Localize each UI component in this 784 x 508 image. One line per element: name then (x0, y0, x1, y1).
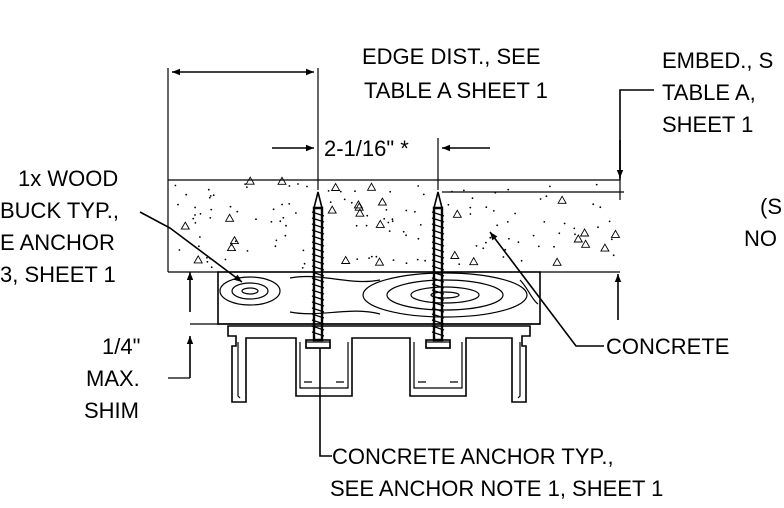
right-partial-label-1: (S (760, 194, 782, 219)
concrete-anchor-right (425, 191, 451, 349)
labels: EDGE DIST., SEE TABLE A SHEET 1 EMBED., … (0, 44, 782, 501)
edge-dist-label-1: EDGE DIST., SEE (362, 44, 541, 69)
shim-label-1: 1/4" (102, 334, 140, 359)
embed-label-3: SHEET 1 (662, 112, 753, 137)
wood-buck (217, 271, 541, 325)
anchor-spacing-dimension (272, 138, 490, 190)
edge-dist-label-2: TABLE A SHEET 1 (364, 78, 548, 103)
wood-buck-label-2: BUCK TYP., (0, 198, 119, 223)
wood-buck-label-1: 1x WOOD (18, 166, 118, 191)
embed-label-1: EMBED., S (662, 48, 773, 73)
anchor-leader (319, 348, 332, 457)
concrete-aggregate (174, 176, 621, 269)
concrete-label: CONCRETE (606, 334, 729, 359)
wood-buck-label-3: E ANCHOR (0, 230, 115, 255)
edge-distance-dimension (167, 68, 319, 190)
embed-label-2: TABLE A, (662, 80, 756, 105)
frame-profile (227, 325, 531, 403)
spacing-label: 2-1/16" * (324, 136, 409, 161)
embed-leader (442, 89, 654, 193)
concrete-leader (489, 231, 604, 347)
wood-buck-label-4: 3, SHEET 1 (0, 262, 116, 287)
shim-dimension (168, 272, 194, 379)
right-partial-label-2: NO (744, 226, 777, 251)
concrete-block (167, 176, 621, 273)
shim-label-3: SHIM (84, 398, 139, 423)
shim-label-2: MAX. (86, 366, 140, 391)
concrete-anchor-left (305, 191, 331, 349)
anchor-label-1: CONCRETE ANCHOR TYP., (332, 444, 614, 469)
wood-buck-leader (139, 211, 243, 283)
anchor-label-2: SEE ANCHOR NOTE 1, SHEET 1 (330, 476, 663, 501)
